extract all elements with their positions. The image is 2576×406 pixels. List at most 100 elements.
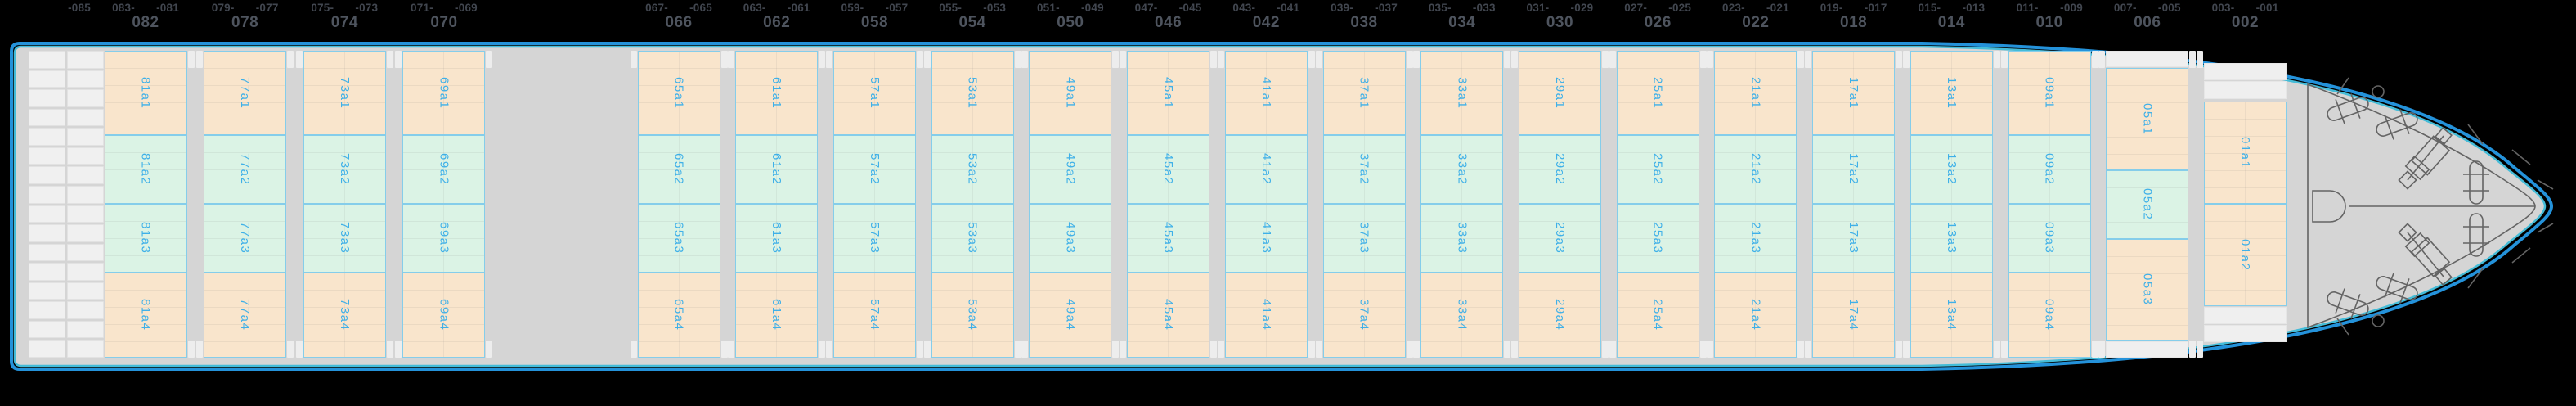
cargo-slot-53a2[interactable]: 53a2	[931, 135, 1014, 204]
cargo-slot-37a1[interactable]: 37a1	[1322, 51, 1406, 135]
cargo-slot-41a4[interactable]: 41a4	[1224, 273, 1308, 358]
cargo-slot-05a1[interactable]: 05a1	[2106, 68, 2189, 170]
cargo-slot-81a4[interactable]: 81a4	[104, 273, 187, 358]
slot-label: 49a1	[1063, 76, 1078, 110]
cargo-slot-17a3[interactable]: 17a3	[1812, 204, 1896, 273]
cargo-slot-73a3[interactable]: 73a3	[303, 204, 386, 273]
slot-label: 61a1	[770, 76, 784, 110]
cargo-slot-45a2[interactable]: 45a2	[1127, 135, 1210, 204]
cargo-slot-21a3[interactable]: 21a3	[1714, 204, 1797, 273]
cargo-slot-77a4[interactable]: 77a4	[204, 273, 287, 358]
cargo-slot-53a3[interactable]: 53a3	[931, 204, 1014, 273]
bay-odd-label: -013	[1962, 2, 1986, 14]
lashing-strip	[1805, 51, 1812, 68]
cargo-slot-69a2[interactable]: 69a2	[402, 135, 486, 204]
cargo-slot-13a4[interactable]: 13a4	[1910, 273, 1993, 358]
cargo-slot-37a2[interactable]: 37a2	[1322, 135, 1406, 204]
cargo-slot-77a1[interactable]: 77a1	[204, 51, 287, 135]
cargo-slot-45a3[interactable]: 45a3	[1127, 204, 1210, 273]
cargo-slot-81a2[interactable]: 81a2	[104, 135, 187, 204]
cargo-slot-09a4[interactable]: 09a4	[2008, 273, 2091, 358]
cargo-slot-81a3[interactable]: 81a3	[104, 204, 187, 273]
cargo-slot-17a2[interactable]: 17a2	[1812, 135, 1896, 204]
cargo-slot-61a2[interactable]: 61a2	[735, 135, 819, 204]
cargo-slot-61a1[interactable]: 61a1	[735, 51, 819, 135]
lashing-strip	[1021, 341, 1029, 358]
cargo-slot-25a2[interactable]: 25a2	[1616, 135, 1699, 204]
bay-even-label: 022	[1742, 14, 1770, 31]
cargo-slot-65a1[interactable]: 65a1	[637, 51, 720, 135]
lashing-strip	[819, 51, 826, 68]
lashing-strip	[1699, 51, 1707, 68]
cargo-slot-61a4[interactable]: 61a4	[735, 273, 819, 358]
cargo-slot-13a1[interactable]: 13a1	[1910, 51, 1993, 135]
cargo-slot-17a4[interactable]: 17a4	[1812, 273, 1896, 358]
cargo-slot-61a3[interactable]: 61a3	[735, 204, 819, 273]
cargo-slot-41a3[interactable]: 41a3	[1224, 204, 1308, 273]
cargo-slot-21a1[interactable]: 21a1	[1714, 51, 1797, 135]
cargo-slot-69a4[interactable]: 69a4	[402, 273, 486, 358]
slot-label: 77a4	[238, 299, 253, 332]
mooring-circle-icon	[2372, 314, 2385, 327]
cargo-slot-25a3[interactable]: 25a3	[1616, 204, 1699, 273]
cargo-slot-33a4[interactable]: 33a4	[1420, 273, 1504, 358]
cargo-slot-65a4[interactable]: 65a4	[637, 273, 720, 358]
cargo-slot-13a2[interactable]: 13a2	[1910, 135, 1993, 204]
cargo-slot-69a3[interactable]: 69a3	[402, 204, 486, 273]
cargo-slot-33a1[interactable]: 33a1	[1420, 51, 1504, 135]
cargo-slot-53a4[interactable]: 53a4	[931, 273, 1014, 358]
cargo-slot-45a1[interactable]: 45a1	[1127, 51, 1210, 135]
cargo-slot-09a2[interactable]: 09a2	[2008, 135, 2091, 204]
cargo-slot-41a2[interactable]: 41a2	[1224, 135, 1308, 204]
cargo-slot-09a1[interactable]: 09a1	[2008, 51, 2091, 135]
bollard-icon	[2463, 160, 2489, 205]
cargo-slot-29a4[interactable]: 29a4	[1518, 273, 1601, 358]
cargo-slot-45a4[interactable]: 45a4	[1127, 273, 1210, 358]
cargo-slot-81a1[interactable]: 81a1	[104, 51, 187, 135]
cargo-slot-09a3[interactable]: 09a3	[2008, 204, 2091, 273]
cargo-slot-49a3[interactable]: 49a3	[1029, 204, 1112, 273]
cargo-slot-77a3[interactable]: 77a3	[204, 204, 287, 273]
cargo-slot-25a4[interactable]: 25a4	[1616, 273, 1699, 358]
cargo-slot-73a4[interactable]: 73a4	[303, 273, 386, 358]
slot-label: 09a4	[2042, 299, 2057, 332]
cargo-slot-49a1[interactable]: 49a1	[1029, 51, 1112, 135]
bay-even-label: 070	[430, 14, 458, 31]
cargo-slot-29a3[interactable]: 29a3	[1518, 204, 1601, 273]
cargo-slot-49a2[interactable]: 49a2	[1029, 135, 1112, 204]
cargo-slot-57a4[interactable]: 57a4	[832, 273, 916, 358]
cargo-slot-05a2[interactable]: 05a2	[2106, 170, 2189, 239]
slot-label: 73a3	[337, 222, 352, 255]
cargo-slot-53a1[interactable]: 53a1	[931, 51, 1014, 135]
stern-cell-grid	[29, 51, 104, 358]
cargo-slot-17a1[interactable]: 17a1	[1812, 51, 1896, 135]
cargo-slot-77a2[interactable]: 77a2	[204, 135, 287, 204]
cargo-slot-37a4[interactable]: 37a4	[1322, 273, 1406, 358]
cargo-slot-57a3[interactable]: 57a3	[832, 204, 916, 273]
cargo-slot-65a3[interactable]: 65a3	[637, 204, 720, 273]
cargo-slot-49a4[interactable]: 49a4	[1029, 273, 1112, 358]
cargo-slot-57a2[interactable]: 57a2	[832, 135, 916, 204]
cargo-slot-57a1[interactable]: 57a1	[832, 51, 916, 135]
cargo-slot-73a2[interactable]: 73a2	[303, 135, 386, 204]
cargo-slot-13a3[interactable]: 13a3	[1910, 204, 1993, 273]
cargo-slot-37a3[interactable]: 37a3	[1322, 204, 1406, 273]
cargo-slot-29a1[interactable]: 29a1	[1518, 51, 1601, 135]
cargo-slot-69a1[interactable]: 69a1	[402, 51, 486, 135]
cargo-slot-25a1[interactable]: 25a1	[1616, 51, 1699, 135]
cargo-slot-41a1[interactable]: 41a1	[1224, 51, 1308, 135]
slot-label: 49a4	[1063, 299, 1078, 332]
cargo-slot-33a3[interactable]: 33a3	[1420, 204, 1504, 273]
cargo-slot-21a4[interactable]: 21a4	[1714, 273, 1797, 358]
bollard-icon	[2327, 93, 2369, 124]
cargo-slot-73a1[interactable]: 73a1	[303, 51, 386, 135]
cargo-slot-01a2[interactable]: 01a2	[2204, 204, 2287, 306]
cargo-slot-05a3[interactable]: 05a3	[2106, 239, 2189, 341]
cargo-slot-33a2[interactable]: 33a2	[1420, 135, 1504, 204]
cargo-slot-01a1[interactable]: 01a1	[2204, 102, 2287, 204]
slot-label: 37a4	[1357, 299, 1371, 332]
cargo-slot-65a2[interactable]: 65a2	[637, 135, 720, 204]
cargo-slot-21a2[interactable]: 21a2	[1714, 135, 1797, 204]
cargo-slot-29a2[interactable]: 29a2	[1518, 135, 1601, 204]
